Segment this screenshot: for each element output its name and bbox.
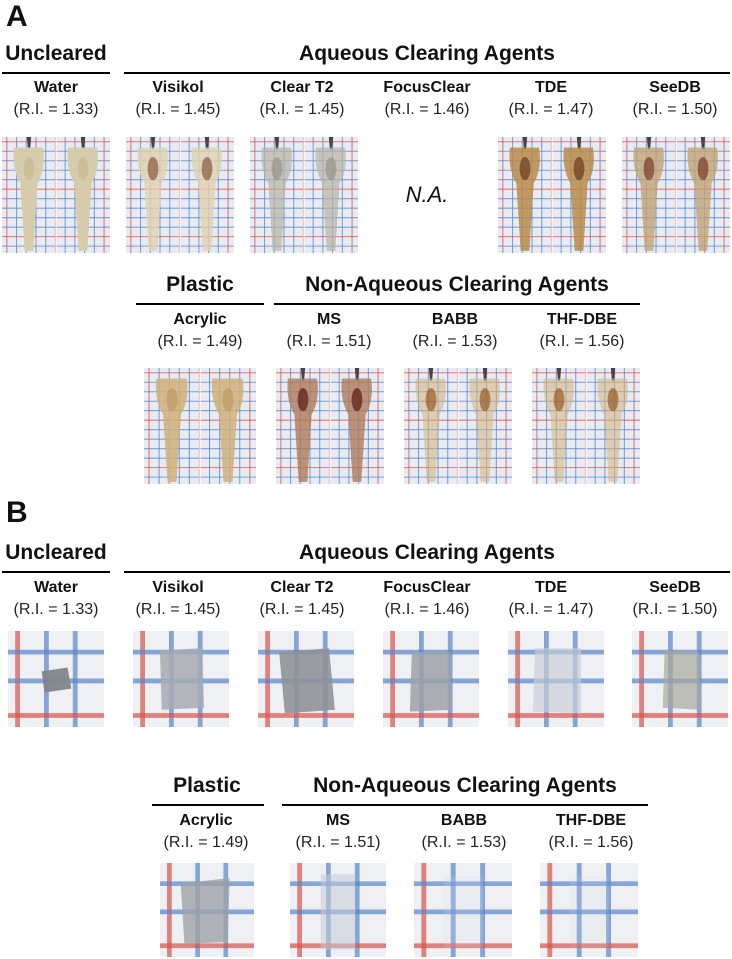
tissue-photo-water: [2, 137, 110, 253]
refractive-index: (R.I. = 1.45): [135, 101, 221, 118]
agent-name: TDE: [535, 579, 567, 596]
tissue-photo-acrylic: [144, 368, 256, 484]
agent-name: Water: [34, 79, 78, 96]
refractive-index: (R.I. = 1.47): [508, 601, 594, 618]
sample-photo-tde: [508, 631, 604, 727]
group-title-plastic: Plastic: [173, 774, 241, 797]
group-title-uncleared: Uncleared: [5, 42, 107, 65]
refractive-index: (R.I. = 1.46): [384, 101, 470, 118]
group-title-uncleared: Uncleared: [5, 541, 107, 564]
group-rule: [124, 571, 730, 573]
agent-name: SeeDB: [649, 79, 701, 96]
sample-photo-acrylic: [160, 863, 254, 957]
sample-photo-water: [8, 631, 104, 727]
tissue-photo-visikol: [126, 137, 234, 253]
sample-photo-clear-t2: [258, 631, 354, 727]
agent-name: Visikol: [152, 79, 204, 96]
refractive-index: (R.I. = 1.53): [421, 834, 507, 851]
tissue-photo-ms: [276, 368, 384, 484]
group-title-aqueous: Aqueous Clearing Agents: [299, 42, 555, 65]
panel-a-label: A: [6, 0, 28, 33]
group-rule: [2, 72, 110, 74]
group-rule: [124, 72, 730, 74]
refractive-index: (R.I. = 1.56): [539, 333, 625, 350]
refractive-index: (R.I. = 1.47): [508, 101, 594, 118]
agent-name: Clear T2: [270, 579, 334, 596]
agent-name: Clear T2: [270, 79, 334, 96]
tissue-photo-seedb: [622, 137, 730, 253]
agent-name: BABB: [431, 311, 479, 328]
agent-name: TDE: [535, 79, 567, 96]
tissue-photo-babb: [404, 368, 512, 484]
group-rule: [282, 804, 648, 806]
group-title-plastic: Plastic: [166, 273, 234, 296]
agent-name: FocusClear: [383, 579, 471, 596]
agent-name: Visikol: [152, 579, 204, 596]
sample-photo-babb: [414, 863, 512, 957]
refractive-index: (R.I. = 1.45): [259, 601, 345, 618]
agent-name: MS: [326, 812, 350, 829]
sample-photo-visikol: [133, 631, 229, 727]
sample-photo-seedb: [632, 631, 728, 727]
refractive-index: (R.I. = 1.33): [13, 601, 99, 618]
panel-b-label: B: [6, 496, 28, 529]
agent-name: THF-DBE: [546, 311, 618, 328]
refractive-index: (R.I. = 1.56): [548, 834, 634, 851]
refractive-index: (R.I. = 1.50): [632, 601, 718, 618]
group-rule: [152, 804, 264, 806]
refractive-index: (R.I. = 1.49): [163, 834, 249, 851]
agent-name: THF-DBE: [555, 812, 627, 829]
refractive-index: (R.I. = 1.45): [259, 101, 345, 118]
agent-name: Acrylic: [179, 812, 233, 829]
group-rule: [136, 303, 264, 305]
refractive-index: (R.I. = 1.51): [295, 834, 381, 851]
refractive-index: (R.I. = 1.45): [135, 601, 221, 618]
sample-photo-ms: [290, 863, 386, 957]
agent-name: MS: [317, 311, 341, 328]
sample-photo-thf-dbe: [540, 863, 638, 957]
refractive-index: (R.I. = 1.53): [412, 333, 498, 350]
group-rule: [274, 303, 640, 305]
agent-name: BABB: [440, 812, 488, 829]
group-title-aqueous: Aqueous Clearing Agents: [299, 541, 555, 564]
group-title-nonaqueous: Non-Aqueous Clearing Agents: [313, 774, 617, 797]
tissue-photo-clear-t2: [250, 137, 358, 253]
refractive-index: (R.I. = 1.33): [13, 101, 99, 118]
refractive-index: (R.I. = 1.49): [157, 333, 243, 350]
group-title-nonaqueous: Non-Aqueous Clearing Agents: [305, 273, 609, 296]
not-available-label: N.A.: [405, 182, 449, 207]
sample-photo-focusclear: [383, 631, 479, 727]
group-rule: [2, 571, 110, 573]
refractive-index: (R.I. = 1.50): [632, 101, 718, 118]
agent-name: Acrylic: [173, 311, 227, 328]
agent-name: SeeDB: [649, 579, 701, 596]
agent-name: FocusClear: [383, 79, 471, 96]
refractive-index: (R.I. = 1.51): [286, 333, 372, 350]
tissue-photo-tde: [498, 137, 606, 253]
refractive-index: (R.I. = 1.46): [384, 601, 470, 618]
agent-name: Water: [34, 579, 78, 596]
tissue-photo-thf-dbe: [532, 368, 640, 484]
